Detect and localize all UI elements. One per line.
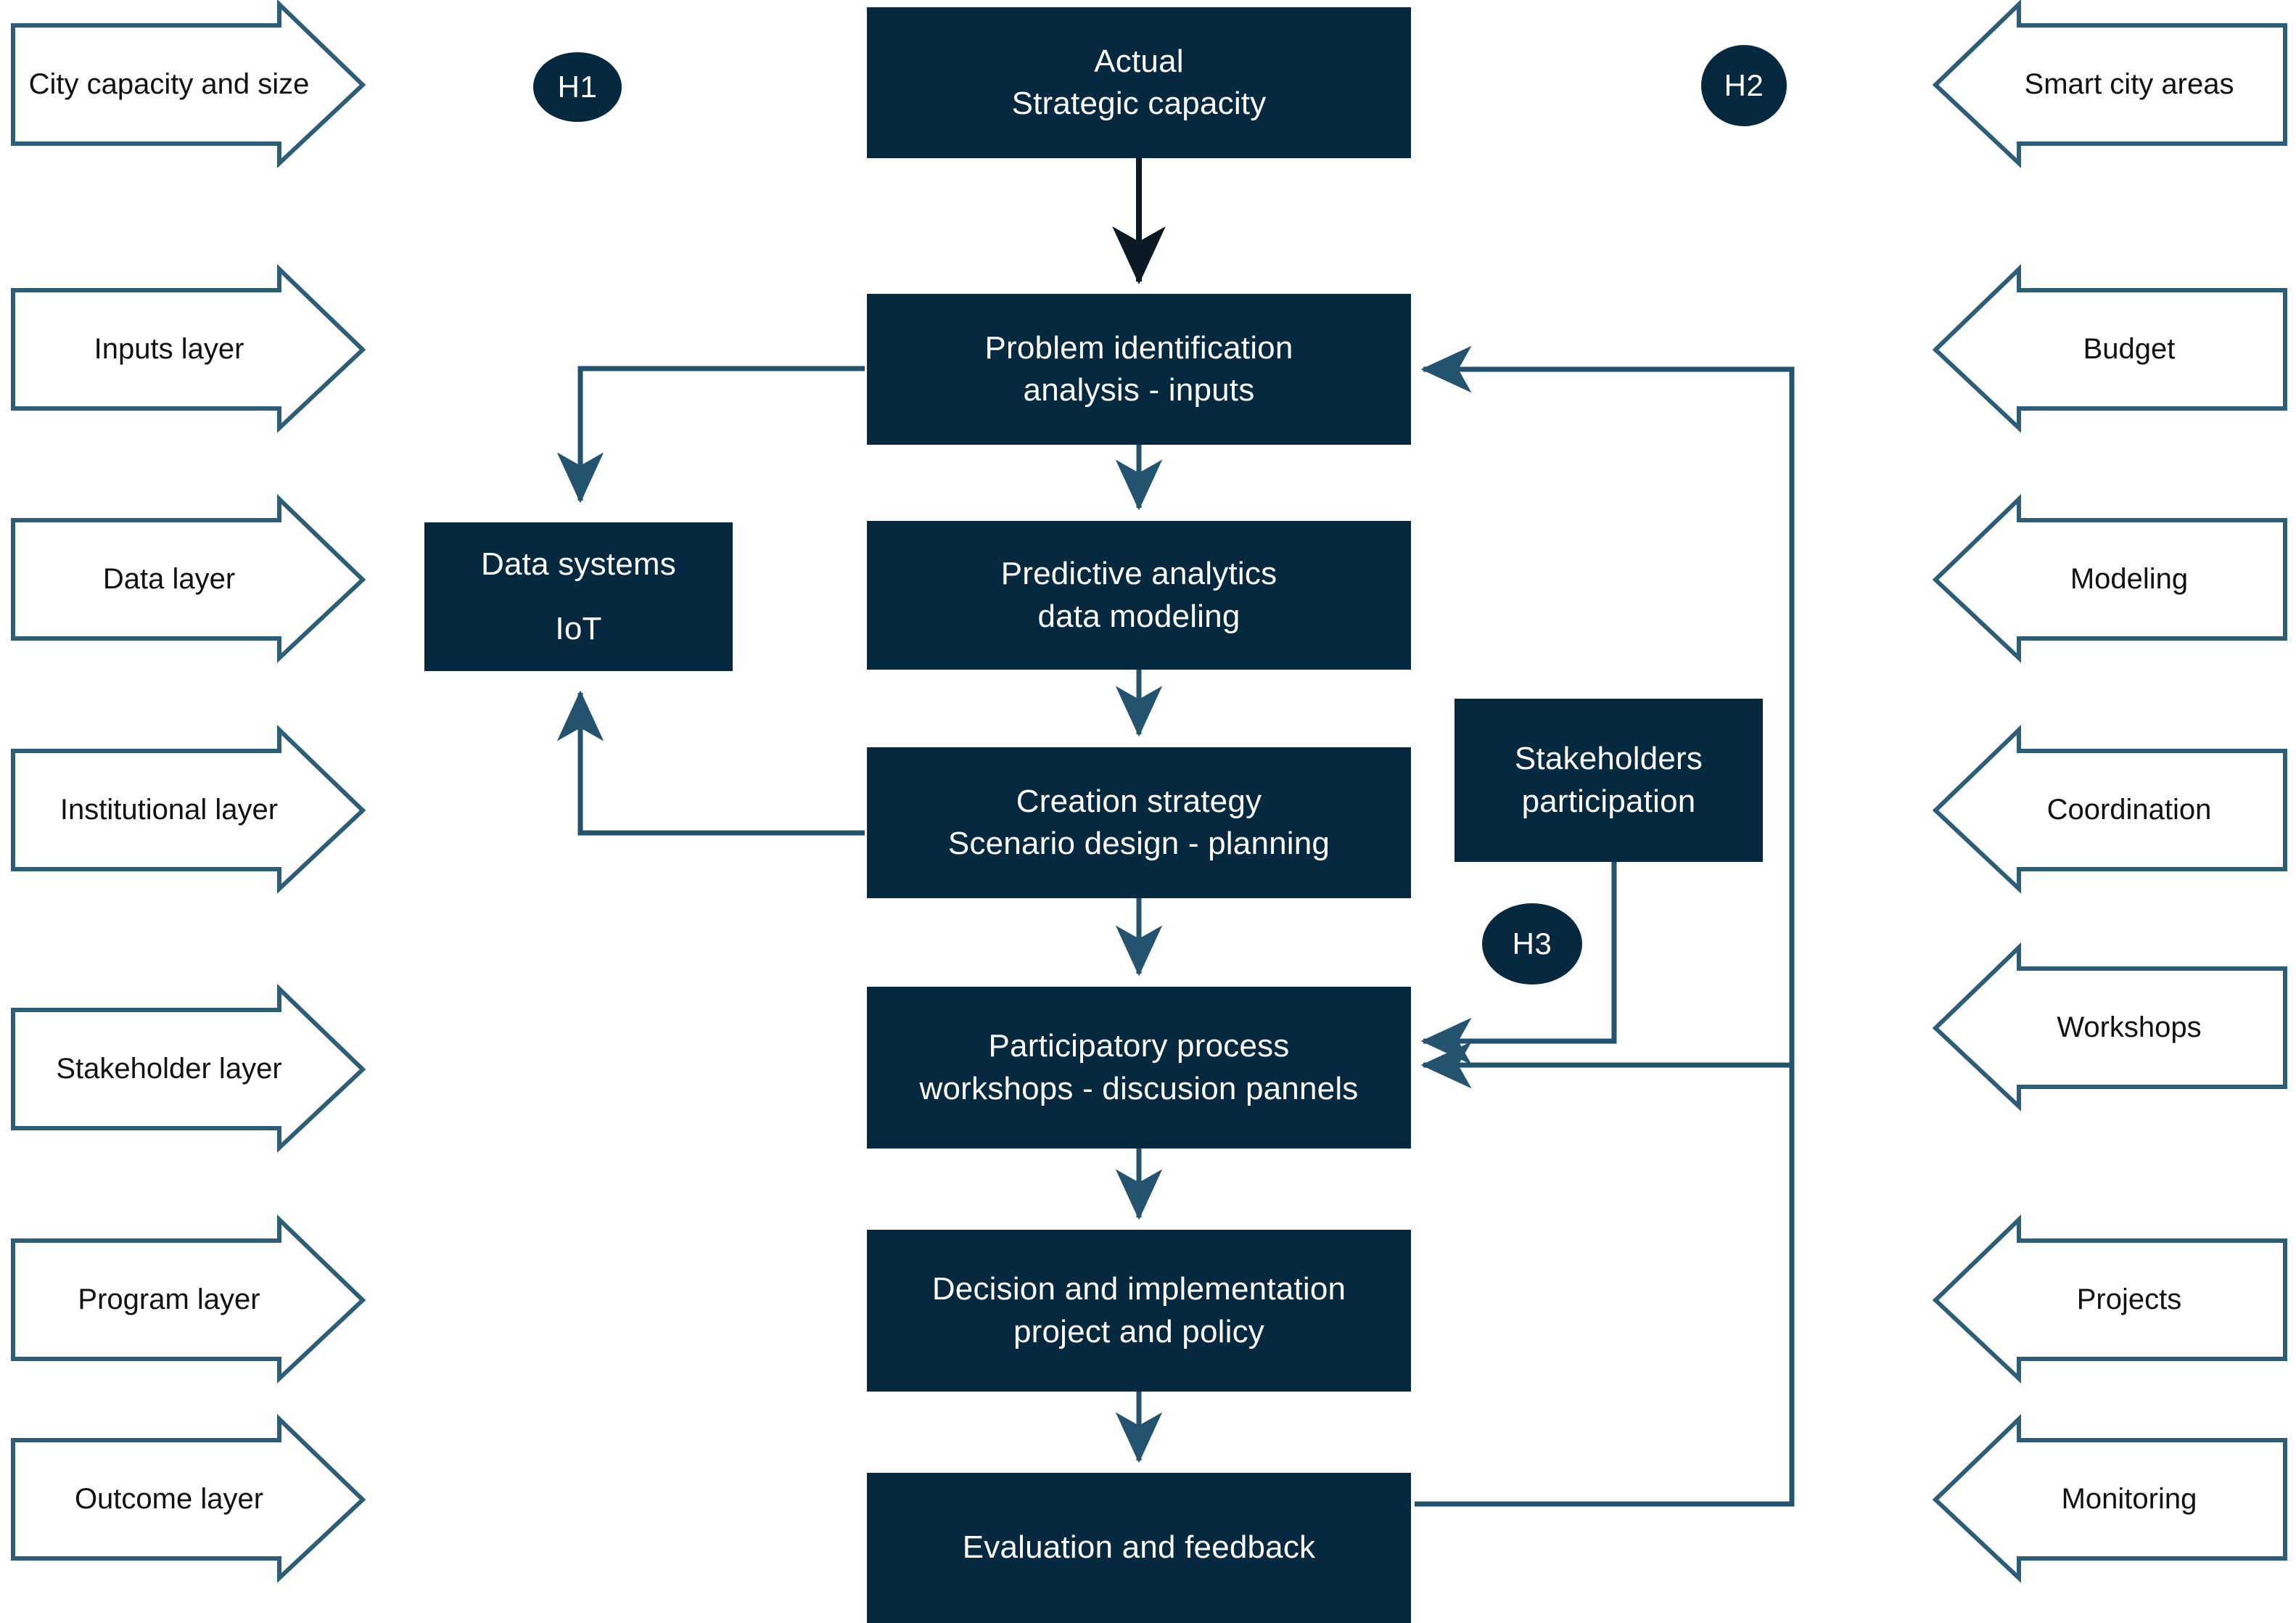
process-node-decision-implementation[interactable]: Decision and implementation project and … <box>867 1230 1411 1392</box>
node-line-1: Decision and implementation <box>931 1271 1346 1307</box>
edge-evaluation-to-problem <box>1415 345 1795 1507</box>
left-arrow-shape-5 <box>11 1214 366 1384</box>
node-line-2: IoT <box>555 610 602 646</box>
left-arrow-shape-1 <box>11 263 366 433</box>
process-node-actual[interactable]: Actual Strategic capacity <box>867 7 1411 158</box>
node-line-2: Strategic capacity <box>1011 86 1267 121</box>
node-line-2: Scenario design - planning <box>947 826 1330 861</box>
node-line-1: Problem identification <box>984 329 1293 366</box>
hypothesis-badge-h1[interactable]: H1 <box>533 52 622 122</box>
flow-connectors <box>556 158 1795 1507</box>
hypothesis-label-h1: H1 <box>557 70 598 104</box>
right-arrow-shape-4 <box>1932 942 2287 1112</box>
process-node-problem-identification[interactable]: Problem identification analysis - inputs <box>867 294 1411 445</box>
node-line-1: Data systems <box>481 546 676 583</box>
node-line-2: analysis - inputs <box>1023 372 1255 408</box>
edge-problem-to-datasystems <box>556 366 865 504</box>
process-node-participatory-process[interactable]: Participatory process workshops - discus… <box>867 987 1411 1149</box>
node-line-2: project and policy <box>1013 1313 1265 1349</box>
node-line-1: Creation strategy <box>1016 783 1262 819</box>
right-arrow-shape-1 <box>1932 263 2287 433</box>
node-line-2: participation <box>1521 783 1696 819</box>
node-line-1: Stakeholders <box>1514 741 1703 777</box>
edge-stakeholders-to-participatory <box>1420 862 1617 1065</box>
side-node-stakeholders-participation[interactable]: Stakeholders participation <box>1454 699 1763 862</box>
right-arrow-shape-3 <box>1932 724 2287 894</box>
node-line-1: Predictive analytics <box>1000 556 1277 592</box>
left-arrow-shape-4 <box>11 983 366 1153</box>
node-line-1: Evaluation and feedback <box>962 1529 1316 1566</box>
left-arrow-shape-2 <box>11 493 366 663</box>
node-line-2: data modeling <box>1037 598 1240 634</box>
left-arrow-shape-0 <box>11 0 366 168</box>
right-resource-arrow-shapes <box>1932 0 2287 1583</box>
left-layer-arrow-shapes <box>11 0 366 1583</box>
hypothesis-badge-h3[interactable]: H3 <box>1482 903 1582 985</box>
side-node-data-systems[interactable]: Data systems IoT <box>424 522 733 671</box>
edge-creation-to-datasystems <box>556 690 865 836</box>
right-arrow-shape-2 <box>1932 493 2287 663</box>
node-line-1: Participatory process <box>988 1028 1290 1064</box>
process-node-creation-strategy[interactable]: Creation strategy Scenario design - plan… <box>867 747 1411 898</box>
hypothesis-badge-h2[interactable]: H2 <box>1701 45 1787 126</box>
node-line-1: Actual <box>1094 43 1184 79</box>
hypothesis-label-h3: H3 <box>1512 926 1552 961</box>
process-node-evaluation-feedback[interactable]: Evaluation and feedback <box>867 1473 1411 1623</box>
hypothesis-label-h2: H2 <box>1724 68 1764 102</box>
left-arrow-shape-6 <box>11 1413 366 1583</box>
right-arrow-shape-5 <box>1932 1214 2287 1384</box>
right-arrow-shape-0 <box>1932 0 2287 168</box>
left-arrow-shape-3 <box>11 724 366 894</box>
right-arrow-shape-6 <box>1932 1413 2287 1583</box>
node-line-2: workshops - discusion pannels <box>919 1070 1359 1106</box>
process-node-predictive-analytics[interactable]: Predictive analytics data modeling <box>867 521 1411 670</box>
